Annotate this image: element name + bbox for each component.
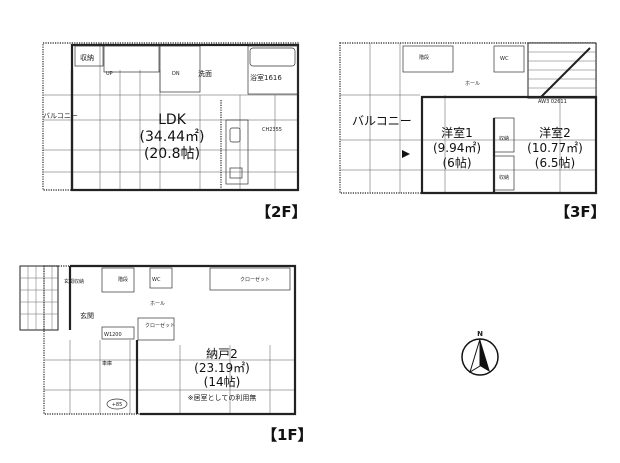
room-label-wc-1f: WC bbox=[152, 277, 161, 283]
room-label-garage: 車庫 bbox=[102, 360, 112, 367]
room-label-balcony: バルコニー bbox=[43, 112, 78, 120]
room-area-ldk: (34.44㎡) bbox=[139, 129, 204, 145]
room-label-hall-1f: ホール bbox=[150, 301, 165, 307]
room-label-storage: 収納 bbox=[80, 53, 94, 62]
room-label-room1: 洋室1 bbox=[441, 125, 473, 140]
room-label-closet2: クローゼット bbox=[145, 322, 175, 329]
stair-up-label: UP bbox=[106, 71, 113, 77]
usage-note: ※居室としての利用無 bbox=[188, 393, 257, 402]
room-label-stairs-1f: 階段 bbox=[118, 276, 128, 283]
compass-label: N bbox=[477, 330, 483, 338]
room-label-entrance-storage: 玄関収納 bbox=[64, 278, 84, 285]
window-code-1f: W1200 bbox=[104, 332, 122, 338]
room-label-storage1-3f: 収納 bbox=[499, 135, 509, 142]
room-label-room2: 洋室2 bbox=[539, 125, 571, 140]
room-jo-storage2-1f: (14帖) bbox=[204, 374, 241, 389]
room-label-ldk: LDK bbox=[158, 112, 187, 128]
room-jo-ldk: (20.8帖) bbox=[144, 146, 200, 162]
room-label-entrance: 玄関 bbox=[80, 311, 94, 320]
arrow-icon bbox=[402, 150, 410, 158]
window-code-3f: AW3 02611 bbox=[538, 99, 567, 105]
room-jo-room2: (6.5帖) bbox=[535, 155, 575, 170]
floor-label-2f: 【2F】 bbox=[256, 203, 307, 221]
room-label-closet1: クローゼット bbox=[240, 276, 270, 283]
room-label-washroom: 洗面 bbox=[198, 69, 212, 78]
floor-2f-plan: 収納 洗面 浴室1616 バルコニー CH2355 UP DN LDK (34.… bbox=[42, 42, 307, 221]
room-jo-room1: (6帖) bbox=[443, 155, 472, 170]
room-label-wc-3f: WC bbox=[500, 56, 509, 62]
room-area-storage2-1f: (23.19㎡) bbox=[194, 361, 250, 375]
kitchen-code: CH2355 bbox=[262, 127, 282, 133]
floor-1f-plan: 玄関収納 玄関 階段 WC ホール クローゼット クローゼット W1200 車庫… bbox=[19, 264, 313, 444]
level-marker: +85 bbox=[112, 402, 123, 408]
room-area-room1: (9.94㎡) bbox=[433, 141, 481, 155]
north-compass-icon: N bbox=[461, 330, 499, 376]
floor-3f-plan: バルコニー 階段 ホール WC AW3 02611 洋室1 (9.94㎡) (6… bbox=[339, 42, 606, 221]
room-area-room2: (10.77㎡) bbox=[527, 141, 583, 155]
floor-label-1f: 【1F】 bbox=[262, 426, 313, 444]
room-label-storage2-3f: 収納 bbox=[499, 174, 509, 181]
floor-label-3f: 【3F】 bbox=[555, 203, 606, 221]
room-label-balcony-3f: バルコニー bbox=[352, 114, 412, 128]
room-label-stairs-3f: 階段 bbox=[419, 54, 429, 61]
room-label-hall-3f: ホール bbox=[465, 81, 480, 87]
room-label-storage2-1f: 納戸2 bbox=[206, 347, 238, 361]
stair-down-label: DN bbox=[172, 71, 180, 77]
room-label-bath: 浴室1616 bbox=[250, 73, 282, 82]
